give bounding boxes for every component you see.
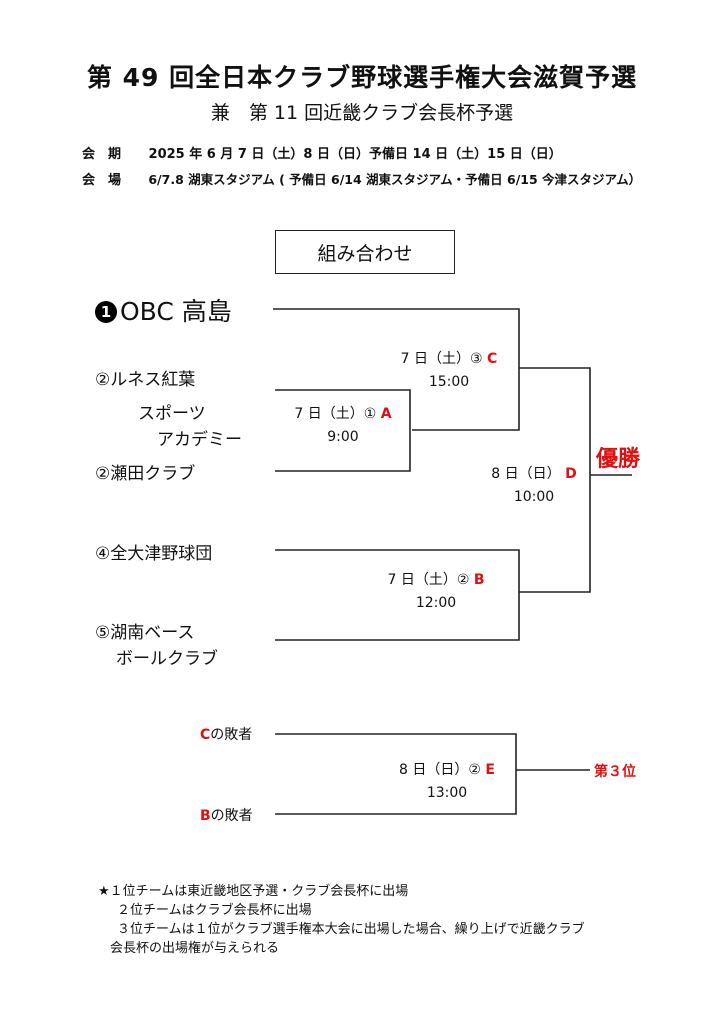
page-title: 第 49 回全日本クラブ野球選手権大会滋賀予選 [86, 63, 638, 92]
period-value: 2025 年 6 月 7 日（土）8 日（日）予備日 14 日（土）15 日（日… [148, 147, 562, 162]
match-c: 7 日（土）③ C 15:00 [393, 348, 505, 394]
match-e-time: 13:00 [426, 785, 468, 801]
match-a-time: 9:00 [327, 429, 359, 445]
loser-c-code: C [200, 727, 211, 743]
match-c-code: C [487, 351, 498, 367]
match-e: 8 日（日）② E 13:00 [392, 759, 502, 805]
line-match-b [275, 549, 520, 641]
match-e-code: E [485, 762, 495, 778]
team-1-name: OBC 高島 [120, 297, 232, 326]
team-2: ②ルネス紅葉 [95, 370, 196, 390]
loser-c: Cの敗者 [200, 724, 252, 744]
team-6-line1: ⑤湖南ベース [95, 623, 195, 643]
period-row: 会 期 2025 年 6 月 7 日（土）8 日（日）予備日 14 日（土）15… [82, 143, 562, 162]
note-line-3: ３位チームは１位がクラブ選手権本大会に出場した場合、繰り上げで近畿クラブ [117, 922, 585, 937]
line-match-c [519, 367, 591, 593]
notes: ★１位チームは東近畿地区予選・クラブ会長杯に出場 ２位チームはクラブ会長杯に出場… [98, 882, 658, 958]
loser-b-code: B [200, 808, 211, 824]
match-b-date: 7 日（土）② [387, 572, 470, 588]
team-3-line1: スポーツ [138, 404, 206, 424]
match-e-date: 8 日（日）② [399, 762, 481, 778]
line-match-e [275, 733, 517, 815]
team-4: ②瀬田クラブ [95, 464, 196, 484]
match-a-date: 7 日（土）① [294, 406, 377, 422]
winner-label: 優勝 [596, 447, 641, 472]
match-c-time: 15:00 [428, 374, 470, 390]
venue-label: 会 場 [82, 173, 122, 188]
match-d-code: D [565, 466, 577, 482]
loser-c-suffix: の敗者 [210, 727, 253, 743]
note-line-2: ２位チームはクラブ会長杯に出場 [117, 903, 312, 918]
line-team1 [273, 308, 520, 431]
bracket-title-box: 組み合わせ [275, 230, 455, 274]
venue-row: 会 場 6/7.8 湖東スタジアム ( 予備日 6/14 湖東スタジアム・予備日… [82, 169, 641, 188]
match-c-date: 7 日（土）③ [400, 351, 483, 367]
team-3-line2: アカデミー [157, 430, 242, 450]
line-match-a [275, 389, 411, 472]
match-b-time: 12:00 [415, 595, 457, 611]
match-d-time: 10:00 [513, 489, 555, 505]
loser-b: Bの敗者 [200, 805, 253, 825]
bracket-title: 組み合わせ [317, 242, 413, 265]
match-b-code: B [473, 572, 485, 588]
loser-b-suffix: の敗者 [210, 808, 253, 824]
team-5: ④全大津野球団 [95, 544, 213, 564]
page-subtitle: 兼 第 11 回近畿クラブ会長杯予選 [210, 102, 514, 124]
match-b: 7 日（土）② B 12:00 [380, 569, 492, 615]
period-label: 会 期 [82, 147, 122, 162]
note-line-4: 会長杯の出場権が与えられる [110, 941, 280, 956]
venue-value: 6/7.8 湖東スタジアム ( 予備日 6/14 湖東スタジアム・予備日 6/1… [148, 172, 642, 187]
match-a-code: A [380, 406, 392, 422]
third-place-label: 第３位 [594, 764, 636, 780]
match-d-date: 8 日（日） [491, 466, 561, 482]
match-a: 7 日（土）① A 9:00 [288, 403, 398, 449]
team-6-line2: ボールクラブ [116, 649, 218, 669]
seed-circle: 1 [95, 301, 117, 323]
match-d: 8 日（日） D 10:00 [486, 463, 582, 509]
note-line-1: ★１位チームは東近畿地区予選・クラブ会長杯に出場 [98, 884, 409, 899]
